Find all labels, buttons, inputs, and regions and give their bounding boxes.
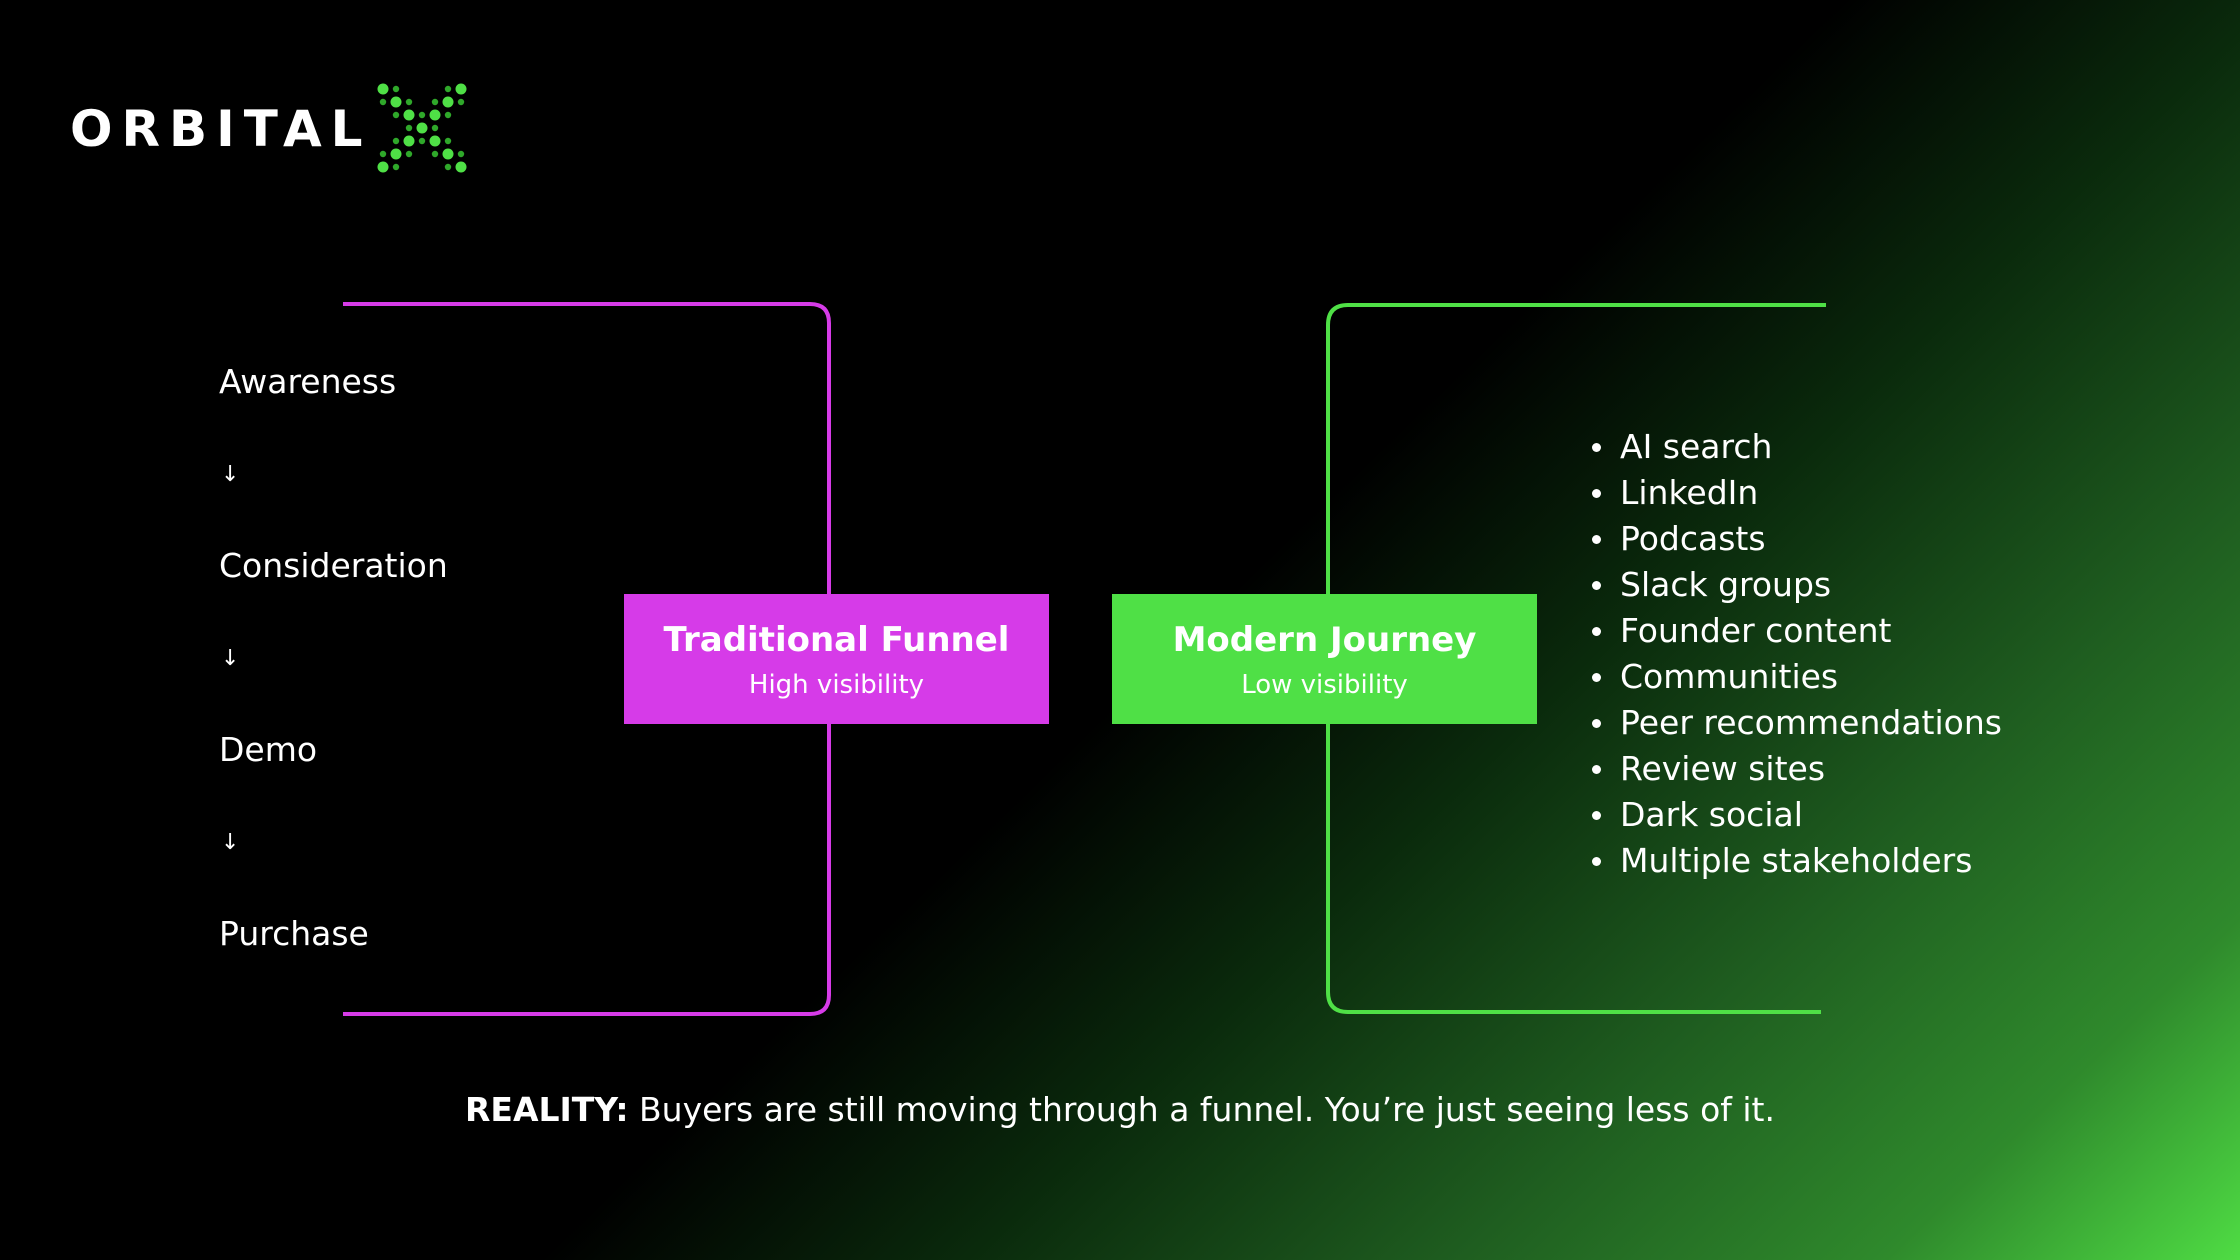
bullet-icon [1592,443,1601,452]
stage-consideration: Consideration [219,546,448,585]
bullet-icon [1592,673,1601,682]
list-item: Dark social [1592,792,2002,838]
channel-label: AI search [1620,427,1773,466]
channel-label: Podcasts [1620,519,1766,558]
channel-label: Founder content [1620,611,1892,650]
channel-list: AI search LinkedIn Podcasts Slack groups… [1592,424,2002,884]
traditional-funnel-box: Traditional Funnel High visibility [624,594,1049,724]
list-item: Communities [1592,654,2002,700]
channel-label: Dark social [1620,795,1803,834]
list-item: Peer recommendations [1592,700,2002,746]
down-arrow-icon: ↓ [221,830,240,855]
channel-label: Peer recommendations [1620,703,2002,742]
modern-journey-title: Modern Journey [1172,620,1477,660]
stage-purchase: Purchase [219,914,369,953]
bullet-icon [1592,535,1601,544]
reality-text: Buyers are still moving through a funnel… [628,1090,1775,1129]
bullet-icon [1592,765,1601,774]
logo-wordmark: ORBITAL [70,100,372,158]
list-item: Podcasts [1592,516,2002,562]
modern-journey-box: Modern Journey Low visibility [1112,594,1537,724]
reality-label: REALITY: [465,1090,629,1129]
list-item: Multiple stakeholders [1592,838,2002,884]
list-item: Slack groups [1592,562,2002,608]
list-item: LinkedIn [1592,470,2002,516]
down-arrow-icon: ↓ [221,646,240,671]
bullet-icon [1592,719,1601,728]
list-item: AI search [1592,424,2002,470]
stage-demo: Demo [219,730,318,769]
bullet-icon [1592,627,1601,636]
traditional-funnel-title: Traditional Funnel [663,620,1010,660]
list-item: Founder content [1592,608,2002,654]
bullet-icon [1592,857,1601,866]
channel-label: Communities [1620,657,1839,696]
reality-statement: REALITY: Buyers are still moving through… [0,1090,2240,1129]
dotted-x-icon [377,83,467,173]
channel-label: Slack groups [1620,565,1832,604]
traditional-funnel-subtitle: High visibility [748,670,925,700]
list-item: Review sites [1592,746,2002,792]
channel-label: Review sites [1620,749,1826,788]
bullet-icon [1592,581,1601,590]
stage-awareness: Awareness [219,362,397,401]
down-arrow-icon: ↓ [221,462,240,487]
bullet-icon [1592,489,1601,498]
channel-label: Multiple stakeholders [1620,841,1973,880]
modern-journey-subtitle: Low visibility [1241,670,1408,700]
bullet-icon [1592,811,1601,820]
channel-label: LinkedIn [1620,473,1759,512]
